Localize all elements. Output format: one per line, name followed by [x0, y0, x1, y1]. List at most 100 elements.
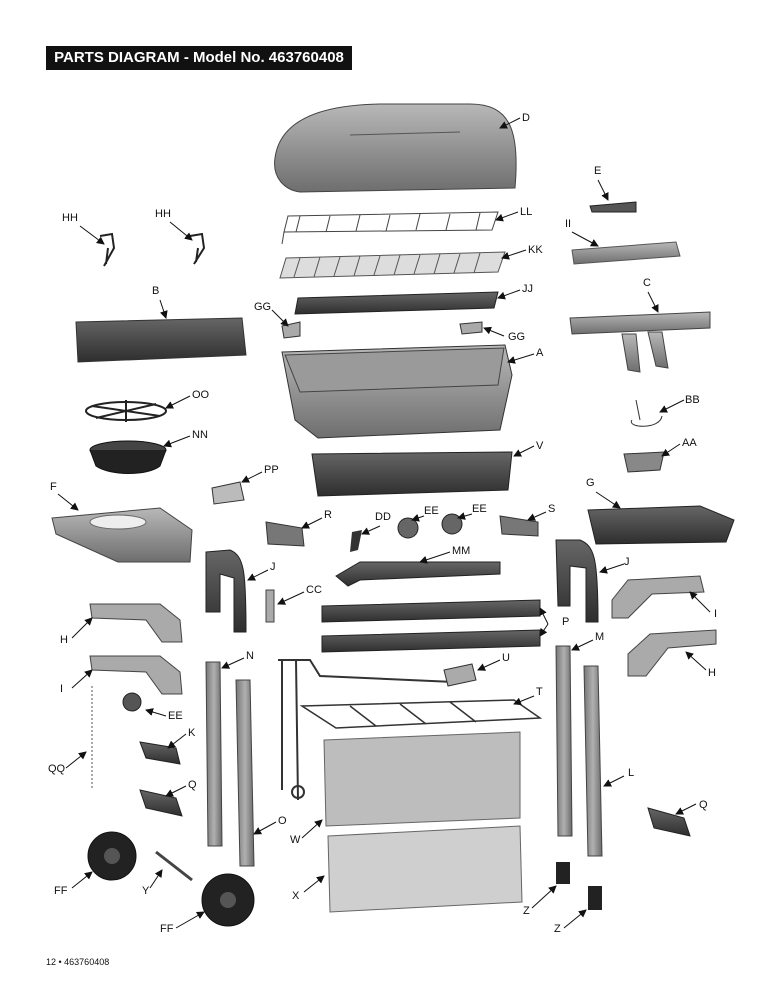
part-label: AA: [682, 437, 697, 449]
leader-line: [603, 775, 625, 787]
part-leg-l: [583, 665, 603, 857]
leader-line: [361, 525, 381, 535]
part-hinge: [99, 232, 116, 267]
part-grease-cup: [623, 451, 665, 473]
leader-line: [71, 669, 93, 689]
part-knob: [441, 513, 463, 535]
leader-line: [539, 623, 549, 637]
part-label: H: [708, 667, 716, 679]
leader-line: [175, 911, 205, 929]
part-bracket-k: [139, 741, 181, 765]
leader-line: [483, 326, 505, 337]
part-label: EE: [424, 505, 439, 517]
part-label: Z: [554, 923, 561, 935]
part-label: C: [643, 277, 651, 289]
part-label: GG: [508, 331, 525, 343]
part-leg-n: [205, 661, 223, 847]
part-side-burner-shelf: [51, 507, 193, 563]
leader-line: [247, 569, 269, 581]
part-label: CC: [306, 584, 322, 596]
part-label: J: [624, 556, 630, 568]
part-label: T: [536, 686, 543, 698]
leader-line: [527, 511, 547, 521]
part-brace: [89, 655, 183, 695]
leader-line: [531, 885, 557, 909]
part-label: HH: [155, 208, 171, 220]
leader-line: [411, 513, 425, 522]
part-label: KK: [528, 244, 543, 256]
part-clip: [281, 321, 301, 339]
part-rear-panel: [321, 629, 541, 653]
part-label: PP: [264, 464, 279, 476]
part-knob: [397, 517, 419, 539]
part-back-panel: [75, 317, 247, 363]
part-control-panel: [311, 451, 513, 497]
leader-lines: [57, 117, 711, 929]
part-side-burner-pan: [89, 440, 167, 474]
part-brace: [611, 575, 705, 619]
leader-line: [145, 708, 167, 717]
leader-line: [539, 607, 549, 625]
part-bottom-rack: [299, 699, 543, 729]
part-bracket-q: [647, 807, 691, 837]
part-label: G: [586, 477, 595, 489]
part-label: N: [246, 650, 254, 662]
part-manifold: [335, 561, 501, 587]
leader-line: [71, 617, 93, 639]
part-label: U: [502, 652, 510, 664]
part-label: NN: [192, 429, 208, 441]
leader-line: [221, 657, 245, 669]
part-label: FF: [54, 885, 68, 897]
leader-line: [271, 309, 289, 327]
leader-line: [571, 639, 594, 651]
part-label: P: [562, 616, 569, 628]
leader-line: [79, 225, 105, 245]
part-frame-top: [205, 549, 247, 633]
part-wheel: [87, 831, 137, 881]
leader-line: [149, 869, 163, 889]
part-label: II: [565, 218, 571, 230]
part-clip: [459, 321, 483, 335]
leader-line: [419, 551, 451, 564]
leader-line: [301, 819, 323, 839]
leader-line: [597, 179, 609, 201]
leader-line: [499, 117, 521, 129]
part-label: M: [595, 631, 604, 643]
part-label: OO: [192, 389, 210, 401]
leader-line: [57, 493, 79, 511]
part-label: V: [536, 440, 544, 452]
part-door-x: [327, 825, 523, 913]
part-side-burner-valve: [211, 481, 245, 505]
part-bracket: [265, 521, 305, 547]
part-leg-m: [555, 645, 573, 837]
part-label: Q: [188, 779, 197, 791]
part-label: Z: [523, 905, 530, 917]
leader-line: [301, 517, 323, 529]
part-label: EE: [168, 710, 183, 722]
part-crossover: [571, 241, 681, 265]
leader-line: [253, 821, 277, 835]
part-label: FF: [160, 923, 174, 935]
part-frame-top: [555, 539, 599, 623]
leader-line: [167, 733, 187, 749]
leader-line: [495, 211, 519, 222]
leader-line: [595, 491, 621, 509]
part-label: I: [714, 608, 717, 620]
part-label: HH: [62, 212, 78, 224]
part-label: S: [548, 503, 555, 515]
part-heat-plate: [294, 291, 499, 315]
part-label: O: [278, 815, 287, 827]
leader-line: [303, 875, 325, 893]
part-label: H: [60, 634, 68, 646]
part-warming-rack: [281, 211, 499, 245]
part-label: K: [188, 727, 196, 739]
part-label: B: [152, 285, 159, 297]
part-label: A: [536, 347, 544, 359]
leader-line: [165, 395, 191, 409]
leader-line: [675, 803, 697, 815]
part-hinge: [189, 232, 206, 265]
leader-line: [159, 299, 168, 319]
part-burner-grate: [85, 400, 167, 422]
